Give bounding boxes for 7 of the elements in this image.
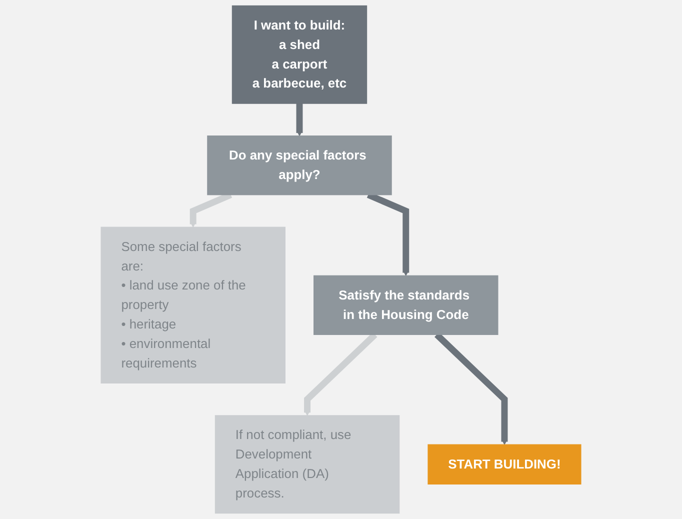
node-box: I want to build: a shed a carport a barbecue, etc [232,5,368,104]
arrow [296,104,303,136]
node-box: Do any special factors apply? [207,136,392,196]
node-box: START BUILDING! [428,444,582,484]
node-box: If not compliant, use Development Application (DA) process. [214,415,400,514]
node-box: Satisfy the standards in the Housing Code [314,275,498,335]
node-box: Some special factors are: • land use zone of the property • heritage • environmental requirements [100,226,286,384]
